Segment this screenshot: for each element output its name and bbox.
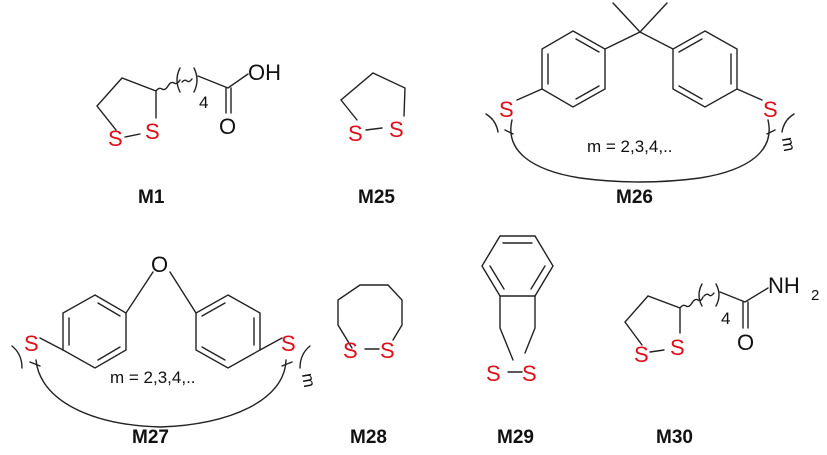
compound-label: M30 (656, 427, 693, 448)
oxygen-atom: O (219, 114, 236, 139)
repeat-range: m = 2,3,4,.. (587, 137, 673, 156)
structure-m25: S S M25 (340, 72, 406, 208)
oxygen-atom: O (151, 252, 168, 277)
structure-m26: S S m = 2,3,4,.. m M26 (485, 2, 799, 208)
compound-label: M28 (350, 427, 387, 448)
sulfur-atom: S (24, 331, 39, 356)
sulfur-atom: S (380, 338, 395, 363)
sulfur-atom: S (145, 119, 160, 144)
structure-m27: O S S m = 2,3,4,.. m M27 (11, 252, 319, 448)
compound-label: M1 (138, 187, 165, 208)
compound-label: M26 (616, 187, 653, 208)
sulfur-atom: S (348, 121, 363, 146)
structure-m29: S S M29 (481, 235, 554, 448)
repeat-subscript: m (298, 372, 319, 389)
structure-m30: S S 4 NH 2 O M30 (624, 273, 819, 448)
repeat-count: 4 (721, 309, 730, 328)
compound-label: M29 (497, 427, 534, 448)
compound-label: M27 (132, 427, 169, 448)
sulfur-atom: S (499, 97, 514, 122)
repeat-range: m = 2,3,4,.. (110, 368, 196, 387)
sulfur-atom: S (343, 338, 358, 363)
amine-label: NH (768, 273, 800, 298)
hydroxyl-label: OH (248, 60, 281, 85)
sulfur-atom: S (634, 342, 649, 367)
repeat-count: 4 (199, 93, 208, 112)
sulfur-atom: S (486, 361, 501, 386)
sulfur-atom: S (763, 97, 778, 122)
oxygen-atom: O (737, 330, 754, 355)
structure-m28: S S M28 (337, 284, 403, 448)
sulfur-atom: S (108, 126, 123, 151)
sulfur-atom: S (670, 335, 685, 360)
sulfur-atom: S (389, 117, 404, 142)
compound-label: M25 (358, 187, 395, 208)
amine-subscript: 2 (811, 287, 819, 304)
repeat-subscript: m (778, 136, 799, 153)
sulfur-atom: S (522, 361, 537, 386)
structure-m1: S S 4 OH O M1 (96, 60, 281, 208)
sulfur-atom: S (281, 331, 296, 356)
